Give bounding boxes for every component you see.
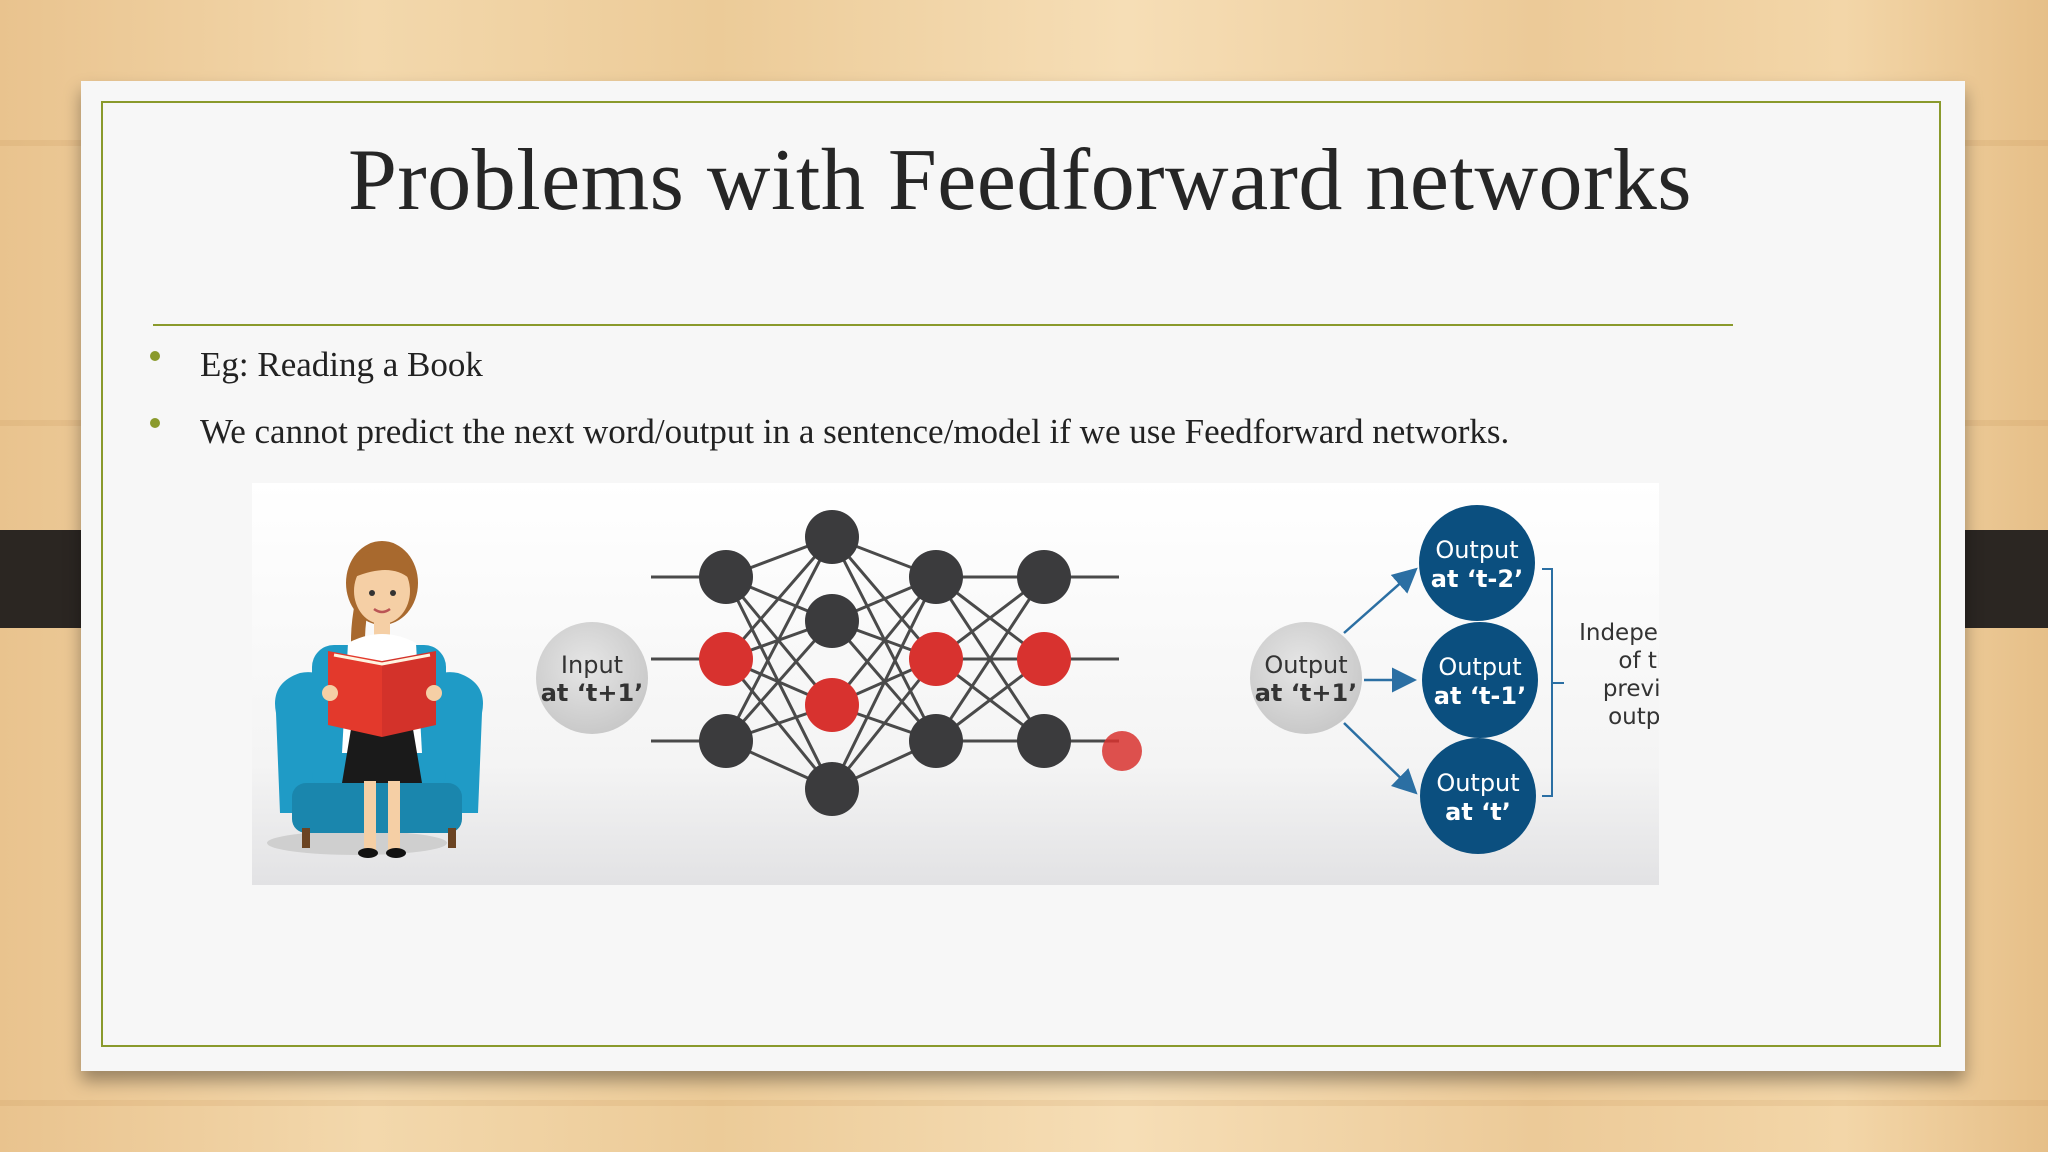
svg-text:of the: of the [1618, 648, 1659, 674]
signal-dot [1102, 731, 1142, 771]
bullet-text: Eg: Reading a Book [200, 345, 483, 384]
svg-text:at ‘t’: at ‘t’ [1445, 798, 1511, 826]
network-edge [830, 576, 938, 706]
network-node-active [699, 632, 753, 686]
bullet-dot-icon [150, 418, 160, 428]
network-node [699, 714, 753, 768]
network-node [909, 550, 963, 604]
network-node [805, 762, 859, 816]
output-node: Output at ‘t+1’ [1250, 622, 1362, 734]
svg-text:Output: Output [1435, 536, 1518, 564]
input-node: Input at ‘t+1’ [536, 622, 648, 734]
output-label-line1: Output [1264, 651, 1347, 679]
output-arrows [1343, 567, 1418, 795]
neural-network-icon [699, 510, 1142, 816]
independent-note: Independent of the previous outputs [1579, 620, 1659, 730]
feedforward-diagram: Input at ‘t+1’ Output at ‘t+1’ Output at… [252, 483, 1659, 885]
network-node-active [805, 678, 859, 732]
svg-text:previous: previous [1603, 676, 1659, 702]
svg-text:Output: Output [1438, 653, 1521, 681]
network-edge [830, 658, 938, 790]
network-node [1017, 714, 1071, 768]
output-t-minus-2: Output at ‘t-2’ [1419, 505, 1535, 621]
svg-text:at ‘t-2’: at ‘t-2’ [1431, 565, 1523, 593]
slide-border [101, 101, 1941, 1047]
reading-girl-icon [267, 541, 483, 858]
input-label-line2: at ‘t+1’ [541, 679, 644, 707]
slide-title: Problems with Feedforward networks [347, 132, 1693, 229]
bullet-text: We cannot predict the next word/output i… [200, 412, 1510, 451]
bullet-dot-icon [150, 351, 160, 361]
network-node [805, 510, 859, 564]
network-edge [724, 536, 834, 742]
output-label-line2: at ‘t+1’ [1255, 679, 1358, 707]
output-t: Output at ‘t’ [1420, 738, 1536, 854]
network-node-active [1017, 632, 1071, 686]
network-node [909, 714, 963, 768]
input-label-line1: Input [561, 651, 623, 679]
network-node [805, 594, 859, 648]
title-underline [153, 324, 1733, 326]
bracket [1542, 568, 1564, 797]
network-node [1017, 550, 1071, 604]
svg-text:Independent: Independent [1579, 620, 1659, 646]
output-t-minus-1: Output at ‘t-1’ [1422, 622, 1538, 738]
network-node [699, 550, 753, 604]
svg-text:at ‘t-1’: at ‘t-1’ [1434, 682, 1526, 710]
network-node-active [909, 632, 963, 686]
svg-text:Output: Output [1436, 769, 1519, 797]
network-edge [830, 576, 938, 790]
network-edge [934, 576, 1046, 742]
svg-text:outputs: outputs [1608, 704, 1659, 730]
